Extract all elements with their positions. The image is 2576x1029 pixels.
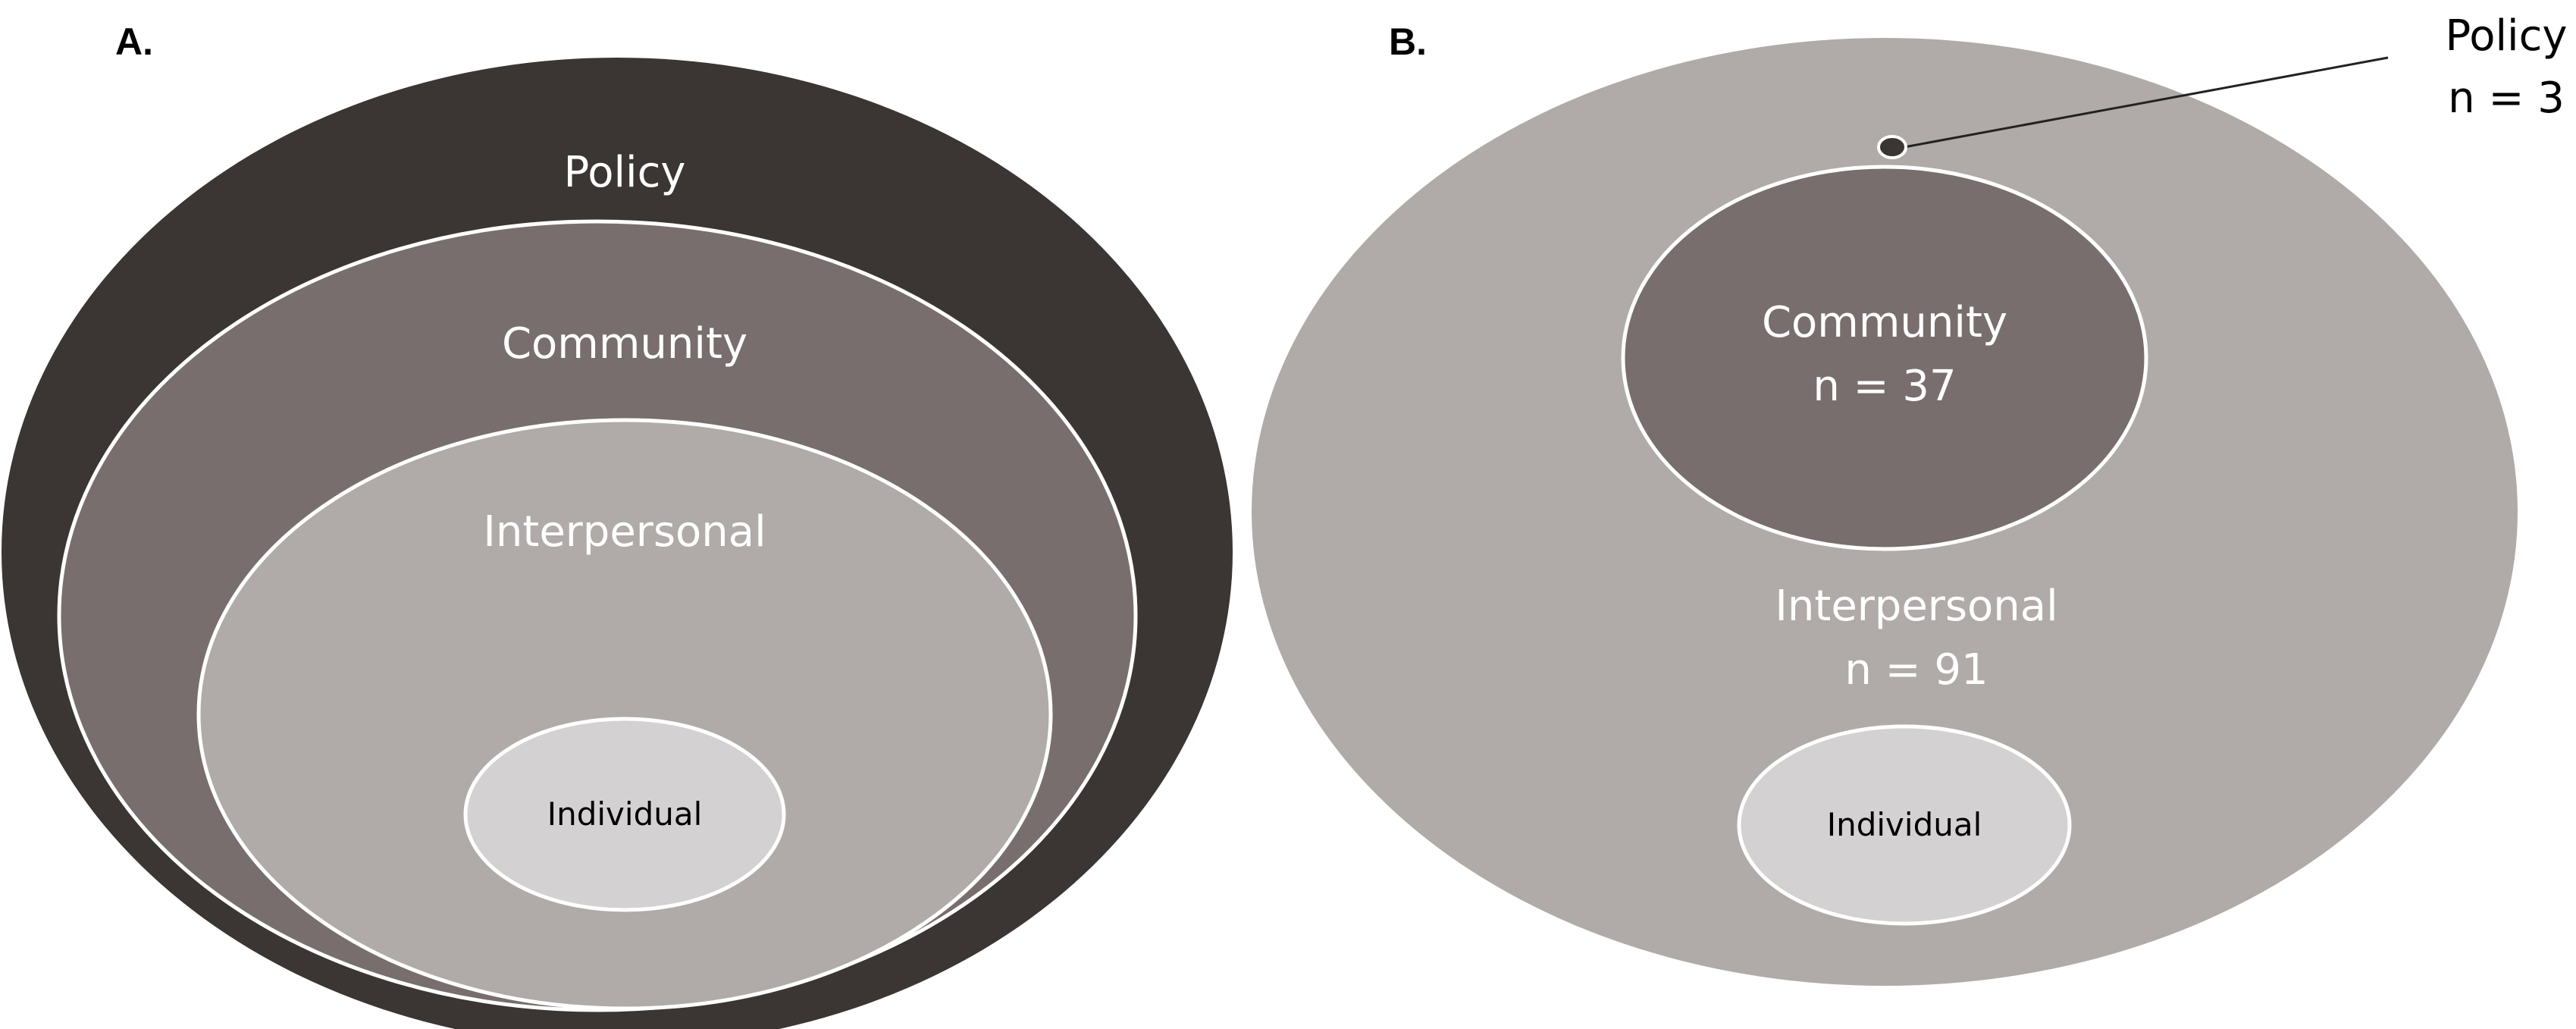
panel-b-community-label: Community [1762,298,2007,347]
panel-b-policy-dot [1877,135,1907,159]
panel-a-interpersonal-label: Interpersonal [483,507,766,557]
panel-a: A. Policy Community Interpersonal Indivi… [2,20,1233,1029]
panel-b-interpersonal-count: n = 91 [1844,645,1988,695]
panel-b-community-ellipse [1621,165,2148,551]
panel-a-individual-label: Individual [547,795,703,833]
panel-b-policy-label: Policy [2445,11,2567,61]
panel-b-policy-count: n = 3 [2448,74,2565,123]
panel-b-label: B. [1389,20,1427,63]
panel-b-community-count: n = 37 [1813,362,1956,411]
panel-b: B. Policy n = 3 Community n = 37 Interpe… [1252,11,2568,986]
panel-a-label: A. [115,20,153,63]
panel-a-interpersonal-ellipse [196,418,1053,1011]
panel-b-individual-ellipse [1737,724,2072,926]
panel-a-individual-ellipse [463,717,786,912]
panel-a-community-label: Community [502,319,747,369]
panel-a-policy-label: Policy [563,148,685,197]
panel-b-policy-callout-line [1904,56,2389,149]
panel-b-individual-label: Individual [1827,806,1982,843]
panel-b-interpersonal-label: Interpersonal [1775,582,2057,631]
